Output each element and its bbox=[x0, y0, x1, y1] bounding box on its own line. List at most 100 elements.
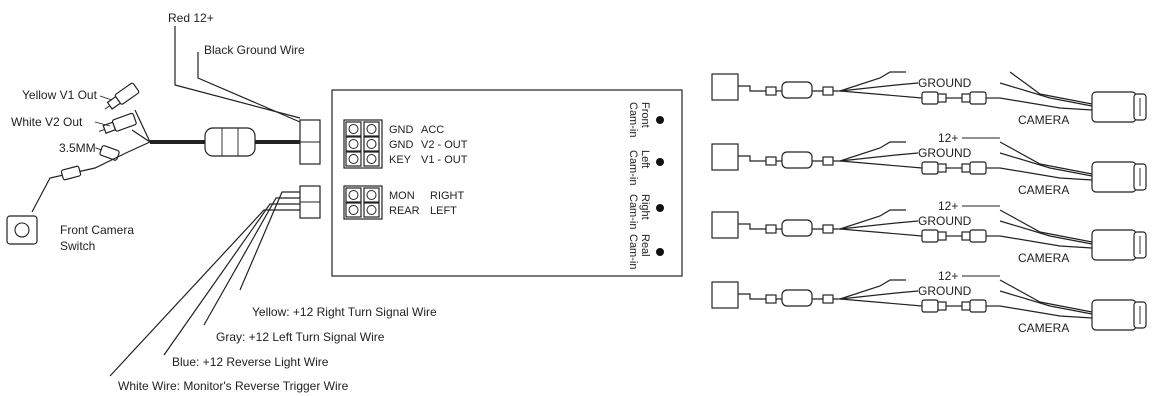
camera-connector-block bbox=[711, 211, 739, 239]
control-module: GND ACC GND V2 - OUT KEY V1 - OUT MON RI… bbox=[331, 89, 683, 277]
camera-cables: GROUNDCAMERA12+GROUNDCAMERA12+GROUNDCAME… bbox=[711, 71, 1147, 335]
ground-label: GROUND bbox=[918, 284, 972, 298]
camera-ferrite-choke bbox=[781, 151, 813, 169]
camera-body bbox=[1091, 91, 1137, 123]
power-lead bbox=[839, 279, 906, 300]
yellow-v1-rca-plug bbox=[104, 82, 140, 110]
white-v2-label: White V2 Out bbox=[11, 115, 83, 129]
power-lead bbox=[839, 71, 906, 92]
camera-label: CAMERA bbox=[1018, 113, 1069, 127]
yellow-wire-label: Yellow: +12 Right Turn Signal Wire bbox=[252, 305, 437, 319]
real-cam-in-label: Real Cam-in bbox=[627, 234, 651, 269]
svg-text:Cam-in: Cam-in bbox=[627, 102, 639, 137]
white-wire-label: White Wire: Monitor's Reverse Trigger Wi… bbox=[118, 379, 349, 393]
module-body bbox=[331, 89, 683, 277]
camera-connector-block bbox=[711, 143, 739, 171]
camera-label: CAMERA bbox=[1018, 321, 1069, 335]
svg-text:Right: Right bbox=[639, 194, 651, 220]
rca-jack bbox=[969, 299, 987, 313]
camera-cable-row: 12+GROUND CAMERA bbox=[711, 131, 1147, 197]
rca-jack bbox=[969, 229, 987, 243]
pin-right: RIGHT bbox=[430, 190, 465, 202]
power-label: 12+ bbox=[938, 269, 958, 283]
power-lead bbox=[839, 209, 906, 230]
black-ground-label: Black Ground Wire bbox=[204, 43, 305, 57]
front-camera-label-1: Front Camera bbox=[60, 223, 134, 237]
camera-cable-row: 12+GROUND CAMERA bbox=[711, 199, 1147, 265]
left-harness: Red 12+ Black Ground Wire Yellow V1 Out bbox=[6, 11, 437, 393]
rca-plug bbox=[921, 229, 939, 243]
pin-mon: MON bbox=[389, 190, 415, 202]
rca-plug bbox=[921, 299, 939, 313]
gray-wire-label: Gray: +12 Left Turn Signal Wire bbox=[216, 330, 385, 344]
rca-plug bbox=[921, 91, 939, 105]
yellow-signal-wire bbox=[239, 191, 300, 291]
ground-lead bbox=[839, 152, 919, 162]
svg-text:Real: Real bbox=[639, 234, 651, 257]
camera-body bbox=[1091, 229, 1137, 261]
rca-plug bbox=[921, 161, 939, 175]
jumper-block-1 bbox=[343, 119, 383, 169]
real-cam-in-port bbox=[656, 248, 664, 256]
ground-lead bbox=[839, 82, 919, 92]
ground-label: GROUND bbox=[918, 214, 972, 228]
right-cam-in-label: Right Cam-in bbox=[627, 194, 651, 229]
svg-text:Cam-in: Cam-in bbox=[627, 194, 639, 229]
yellow-v1-label: Yellow V1 Out bbox=[22, 88, 98, 102]
ground-lead bbox=[839, 220, 919, 230]
blue-signal-wire bbox=[163, 203, 300, 356]
left-cam-in-label: Left Cam-in bbox=[627, 150, 651, 185]
camera-ferrite-choke bbox=[781, 289, 813, 307]
rca-jack bbox=[969, 161, 987, 175]
pin-gnd-2: GND bbox=[389, 139, 414, 151]
rca-jack bbox=[969, 91, 987, 105]
svg-text:Left: Left bbox=[639, 150, 651, 168]
power-lead bbox=[839, 141, 906, 162]
front-camera-label-2: Switch bbox=[60, 239, 95, 253]
red-12-wire bbox=[174, 26, 301, 119]
ground-lead bbox=[839, 290, 919, 300]
camera-ferrite-choke bbox=[781, 81, 813, 99]
ferrite-choke bbox=[204, 127, 256, 157]
ground-label: GROUND bbox=[918, 76, 972, 90]
front-cam-in-port bbox=[656, 116, 664, 124]
svg-text:Cam-in: Cam-in bbox=[627, 234, 639, 269]
power-label: 12+ bbox=[938, 131, 958, 145]
switch-button-icon bbox=[14, 222, 30, 238]
camera-connector-block bbox=[711, 281, 739, 309]
red-12-label: Red 12+ bbox=[168, 11, 214, 25]
jack-35mm bbox=[95, 145, 120, 161]
svg-text:Cam-in: Cam-in bbox=[627, 150, 639, 185]
jumper-block-2 bbox=[343, 185, 383, 220]
camera-cable-row: GROUND CAMERA bbox=[711, 71, 1147, 127]
camera-cable-row: 12+GROUND CAMERA bbox=[711, 269, 1147, 335]
pin-v2-out: V2 - OUT bbox=[421, 139, 468, 151]
pin-key: KEY bbox=[389, 154, 412, 166]
pin-gnd-1: GND bbox=[389, 124, 414, 136]
switch-cable bbox=[31, 151, 129, 213]
right-cam-in-port bbox=[656, 204, 664, 212]
camera-body bbox=[1091, 299, 1137, 331]
svg-text:Front: Front bbox=[639, 102, 651, 128]
ground-label: GROUND bbox=[918, 146, 972, 160]
pin-acc: ACC bbox=[421, 124, 444, 136]
camera-label: CAMERA bbox=[1018, 183, 1069, 197]
camera-connector-block bbox=[711, 73, 739, 101]
white-signal-wire bbox=[109, 209, 300, 377]
jack-35mm-label: 3.5MM bbox=[59, 141, 96, 155]
camera-label: CAMERA bbox=[1018, 251, 1069, 265]
black-ground-wire bbox=[197, 52, 301, 123]
camera-ferrite-choke bbox=[781, 219, 813, 237]
left-cam-in-port bbox=[656, 158, 664, 166]
front-cam-in-label: Front Cam-in bbox=[627, 102, 651, 137]
white-v2-rca-plug bbox=[98, 112, 137, 134]
pin-left: LEFT bbox=[430, 205, 457, 217]
gray-signal-wire bbox=[203, 197, 300, 326]
blue-wire-label: Blue: +12 Reverse Light Wire bbox=[172, 355, 329, 369]
pin-rear: REAR bbox=[389, 205, 420, 217]
power-label: 12+ bbox=[938, 199, 958, 213]
camera-body bbox=[1091, 161, 1137, 193]
pin-v1-out: V1 - OUT bbox=[421, 154, 468, 166]
